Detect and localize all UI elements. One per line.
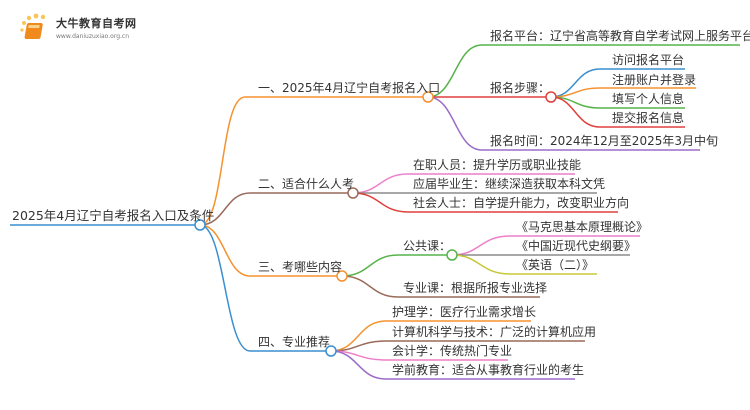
recommend-node[interactable]: 护理学：医疗行业需求增长 [392,304,536,319]
course-node[interactable]: 《中国近现代史纲要》 [516,238,636,253]
edge-step-4 [550,96,685,128]
branch-3-toggle[interactable] [336,270,348,282]
edge-major [341,275,540,298]
public-course-node[interactable]: 公共课： [403,239,451,253]
branch-1-label[interactable]: 一、2025年4月辽宁自考报名入口 [258,80,440,95]
branch-4-toggle[interactable] [325,345,337,357]
edge-branch-4 [199,224,331,352]
public-course-toggle[interactable] [446,249,458,261]
who-node[interactable]: 应届毕业生：继续深造获取本科文凭 [413,176,605,191]
edge-branch-2 [199,192,353,226]
who-node[interactable]: 社会人士：自学提升能力，改变职业方向 [413,195,629,210]
major-course-node[interactable]: 专业课：根据所报专业选择 [403,280,547,295]
recommend-node[interactable]: 学前教育：适合从事教育行业的考生 [392,362,584,377]
steps-toggle[interactable] [545,91,557,103]
site-logo: 大牛教育自考网 www.daniuzuxiao.org.cn [18,12,137,42]
recommend-node[interactable]: 计算机科学与技术：广泛的计算机应用 [392,324,596,339]
edge-platform [427,44,740,98]
branch-4-label[interactable]: 四、专业推荐 [258,334,330,349]
step-node[interactable]: 填写个人信息 [612,91,684,106]
root-node[interactable]: 2025年4月辽宁自考报名入口及条件 [12,208,214,223]
edge-time [427,96,700,151]
recommend-node[interactable]: 会计学：传统热门专业 [392,343,512,358]
edge-rec-4 [330,350,575,380]
edge-public [341,254,452,277]
branch-1-toggle[interactable] [422,91,434,103]
edge-course-3 [451,254,597,275]
branch-2-toggle[interactable] [347,187,359,199]
step-node[interactable]: 访问报名平台 [612,52,684,67]
edge-who-3 [352,192,618,213]
course-node[interactable]: 《英语（二）》 [516,258,594,272]
course-node[interactable]: 《马克思基本原理概论》 [516,220,648,234]
root-node-toggle[interactable] [194,219,206,231]
logo-name: 大牛教育自考网 [56,16,137,30]
step-node[interactable]: 提交报名信息 [612,110,684,125]
platform-node[interactable]: 报名平台：辽宁省高等教育自学考试网上服务平台 [490,28,750,43]
branch-3-label[interactable]: 三、考哪些内容 [258,259,342,274]
edge-branch-1 [199,96,428,226]
time-node[interactable]: 报名时间：2024年12月至2025年3月中旬 [490,133,718,148]
logo-url: www.daniuzuxiao.org.cn [56,32,130,40]
step-node[interactable]: 注册账户并登录 [612,72,696,87]
branch-2-label[interactable]: 二、适合什么人考 [258,176,354,191]
steps-node[interactable]: 报名步骤： [490,80,550,95]
edge-branch-3 [199,224,342,277]
book-logo-icon [20,13,46,39]
who-node[interactable]: 在职人员：提升学历或职业技能 [413,157,581,172]
